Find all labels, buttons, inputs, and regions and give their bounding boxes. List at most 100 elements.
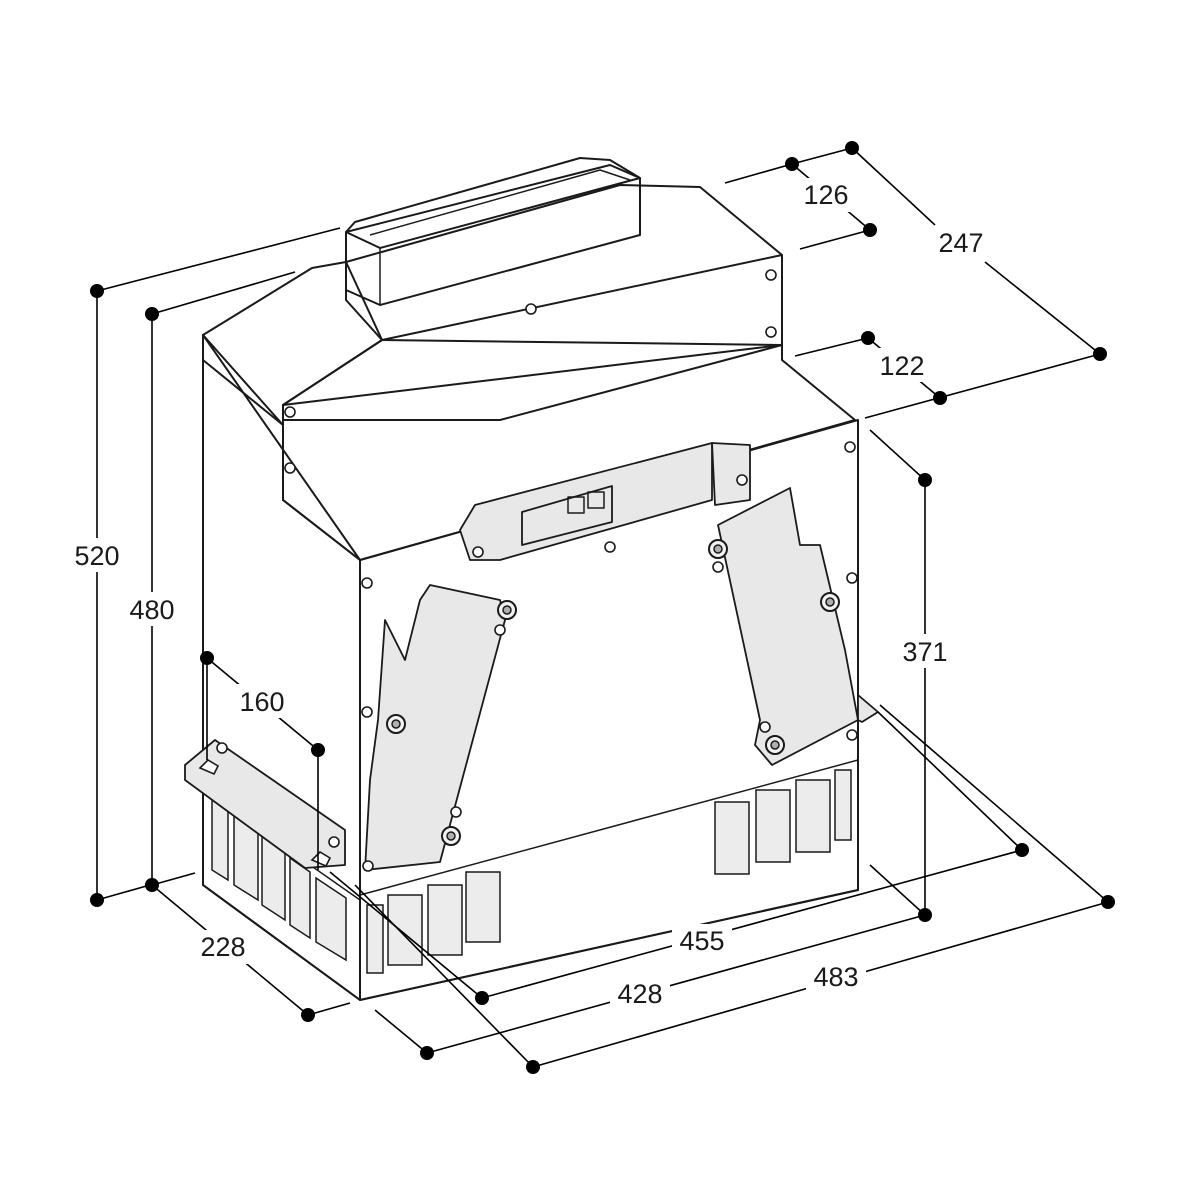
label-bg	[610, 977, 670, 1011]
dimension-labels: 126 247 122 520 480 371 160 228 455 428 …	[68, 178, 990, 1011]
vent-slot	[366, 904, 384, 974]
bracket-hole	[216, 742, 228, 754]
dim-extension	[791, 147, 853, 165]
vent-slot	[714, 801, 750, 875]
dim-extension	[879, 704, 1109, 903]
label-bg	[798, 178, 854, 212]
screw-hole	[284, 462, 296, 474]
dim-extension	[869, 864, 926, 916]
screw-hole	[712, 561, 724, 573]
label-bg	[896, 634, 954, 668]
screw-hole	[736, 474, 748, 486]
control-button-right	[587, 491, 605, 509]
dim-extension	[307, 1002, 351, 1016]
screw-hole	[525, 303, 537, 315]
dim-428-line	[426, 914, 926, 1054]
control-bracket-right	[711, 442, 751, 506]
screw-hole	[765, 269, 777, 281]
side-vent-slot	[315, 876, 347, 962]
label-bg	[193, 930, 253, 964]
dim-520-label: 520	[74, 541, 119, 571]
shelf-edge	[282, 499, 361, 561]
control-button-left	[567, 496, 585, 514]
screw-hole	[494, 624, 506, 636]
dim-228-label: 228	[200, 932, 245, 962]
screw-hole	[846, 572, 858, 584]
bracket-hole	[328, 836, 340, 848]
bolts	[386, 539, 840, 846]
screw-hole	[284, 406, 296, 418]
dim-483-label: 483	[813, 962, 858, 992]
dim-480-label: 480	[129, 595, 174, 625]
bolt-core	[713, 544, 723, 554]
vent-slot	[755, 789, 791, 863]
dim-247-label: 247	[938, 228, 983, 258]
screw-hole	[472, 546, 484, 558]
vent-slot	[795, 779, 831, 853]
screw-hole	[450, 806, 462, 818]
exhaust-duct-inner	[369, 169, 631, 236]
screw-hole	[846, 729, 858, 741]
dim-455-line	[481, 849, 1023, 999]
appliance-body	[184, 157, 879, 1001]
dim-455-label: 455	[679, 926, 724, 956]
exhaust-duct-front	[345, 164, 641, 306]
vent-slot	[427, 884, 463, 956]
label-bg	[233, 684, 291, 718]
label-bg	[123, 592, 181, 626]
dim-247-line-b	[984, 261, 1101, 355]
dimension-lines	[90, 141, 1115, 1074]
dim-247-line-a	[851, 147, 936, 226]
vent-slot	[834, 769, 852, 841]
dim-extension	[724, 163, 793, 184]
screw-hole	[361, 577, 373, 589]
side-vent-slot	[289, 856, 311, 940]
dim-extension	[799, 229, 871, 250]
left-top-edge	[202, 334, 284, 426]
dim-extension	[869, 429, 926, 481]
vent-slot	[465, 871, 501, 943]
label-bg	[806, 960, 866, 994]
dim-160-label: 160	[239, 687, 284, 717]
dim-371-label: 371	[902, 637, 947, 667]
bolt-core	[770, 740, 780, 750]
mounting-bracket	[184, 739, 346, 869]
control-panel	[521, 485, 613, 546]
front-vents	[359, 759, 859, 974]
right-fan-plate	[717, 487, 859, 766]
dim-point	[845, 141, 859, 155]
dim-extension	[151, 872, 196, 886]
roof-left-slope	[202, 261, 383, 426]
left-fan-plate	[364, 584, 506, 871]
dim-extension	[354, 884, 534, 1068]
bracket-slot-icon	[198, 758, 220, 776]
bolt-core	[391, 719, 401, 729]
label-bg	[68, 538, 126, 572]
bolt-core	[502, 605, 512, 615]
label-bg	[872, 348, 932, 382]
dim-extension	[794, 337, 869, 357]
dim-extension	[96, 227, 341, 292]
dim-428-label: 428	[617, 979, 662, 1009]
dim-extension	[877, 711, 1023, 851]
bolt-core	[446, 831, 456, 841]
screw-hole	[759, 721, 771, 733]
label-bg	[930, 226, 990, 260]
bolt-core	[825, 597, 835, 607]
vent-top-edge	[359, 759, 859, 896]
roof-top	[345, 184, 783, 346]
vent-slot	[387, 894, 423, 966]
dim-126-label: 126	[803, 180, 848, 210]
dim-extension	[151, 271, 296, 315]
dim-extension	[96, 884, 151, 901]
dim-extension	[329, 871, 483, 999]
screw-hole	[362, 860, 374, 872]
dim-extension	[864, 353, 1101, 419]
label-bg	[672, 924, 732, 958]
screw-hole	[604, 541, 616, 553]
mounting-tab	[857, 694, 879, 723]
dim-extension	[374, 1009, 428, 1054]
screw-holes	[284, 269, 858, 872]
